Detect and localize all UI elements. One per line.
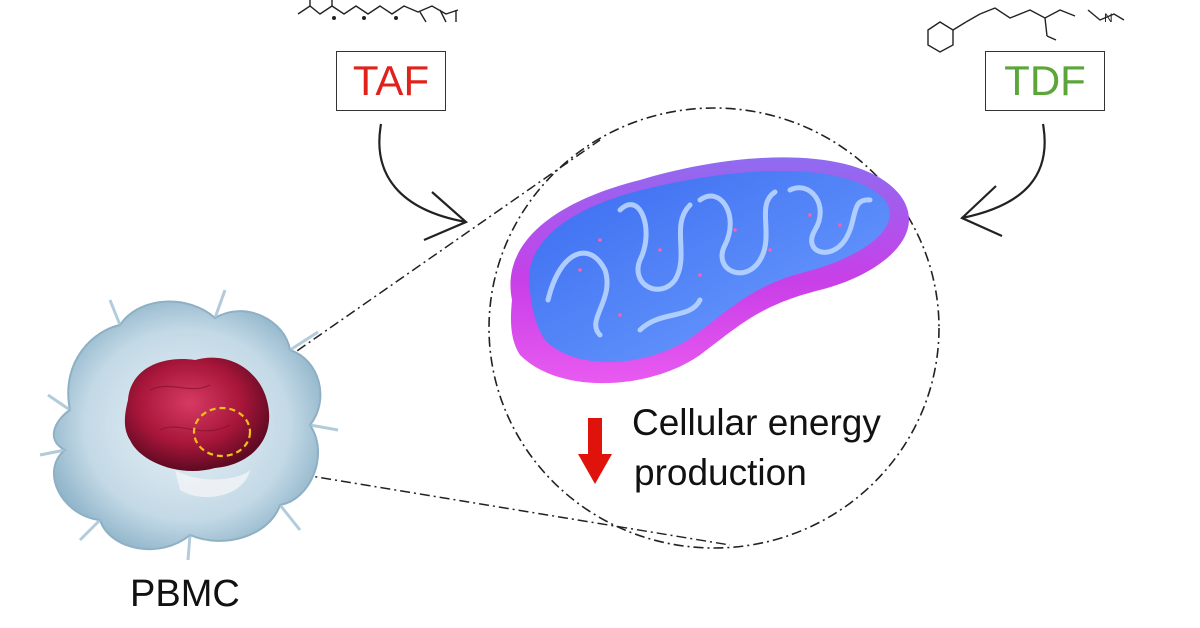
energy-caption-line2: production [634, 452, 807, 493]
decrease-arrow [578, 418, 612, 484]
taf-structure [297, 0, 459, 23]
tdf-arrow [960, 123, 1046, 238]
tdf-structure [927, 7, 1125, 53]
taf-label-box: TAF [336, 51, 446, 111]
zoom-lines [247, 139, 731, 546]
tdf-label-box: TDF [985, 51, 1105, 111]
zoom-circle [488, 107, 940, 549]
tdf-label: TDF [1004, 57, 1086, 104]
energy-caption-line1: Cellular energy [632, 402, 881, 443]
pbmc-cell-illustration [39, 289, 339, 561]
highlight-circle [192, 406, 252, 458]
taf-label: TAF [352, 57, 430, 104]
mitochondrion-illustration [510, 157, 909, 384]
taf-arrow [378, 123, 469, 242]
tdf-structure-n-atom: N [1104, 11, 1113, 25]
pbmc-label: PBMC [130, 573, 240, 615]
